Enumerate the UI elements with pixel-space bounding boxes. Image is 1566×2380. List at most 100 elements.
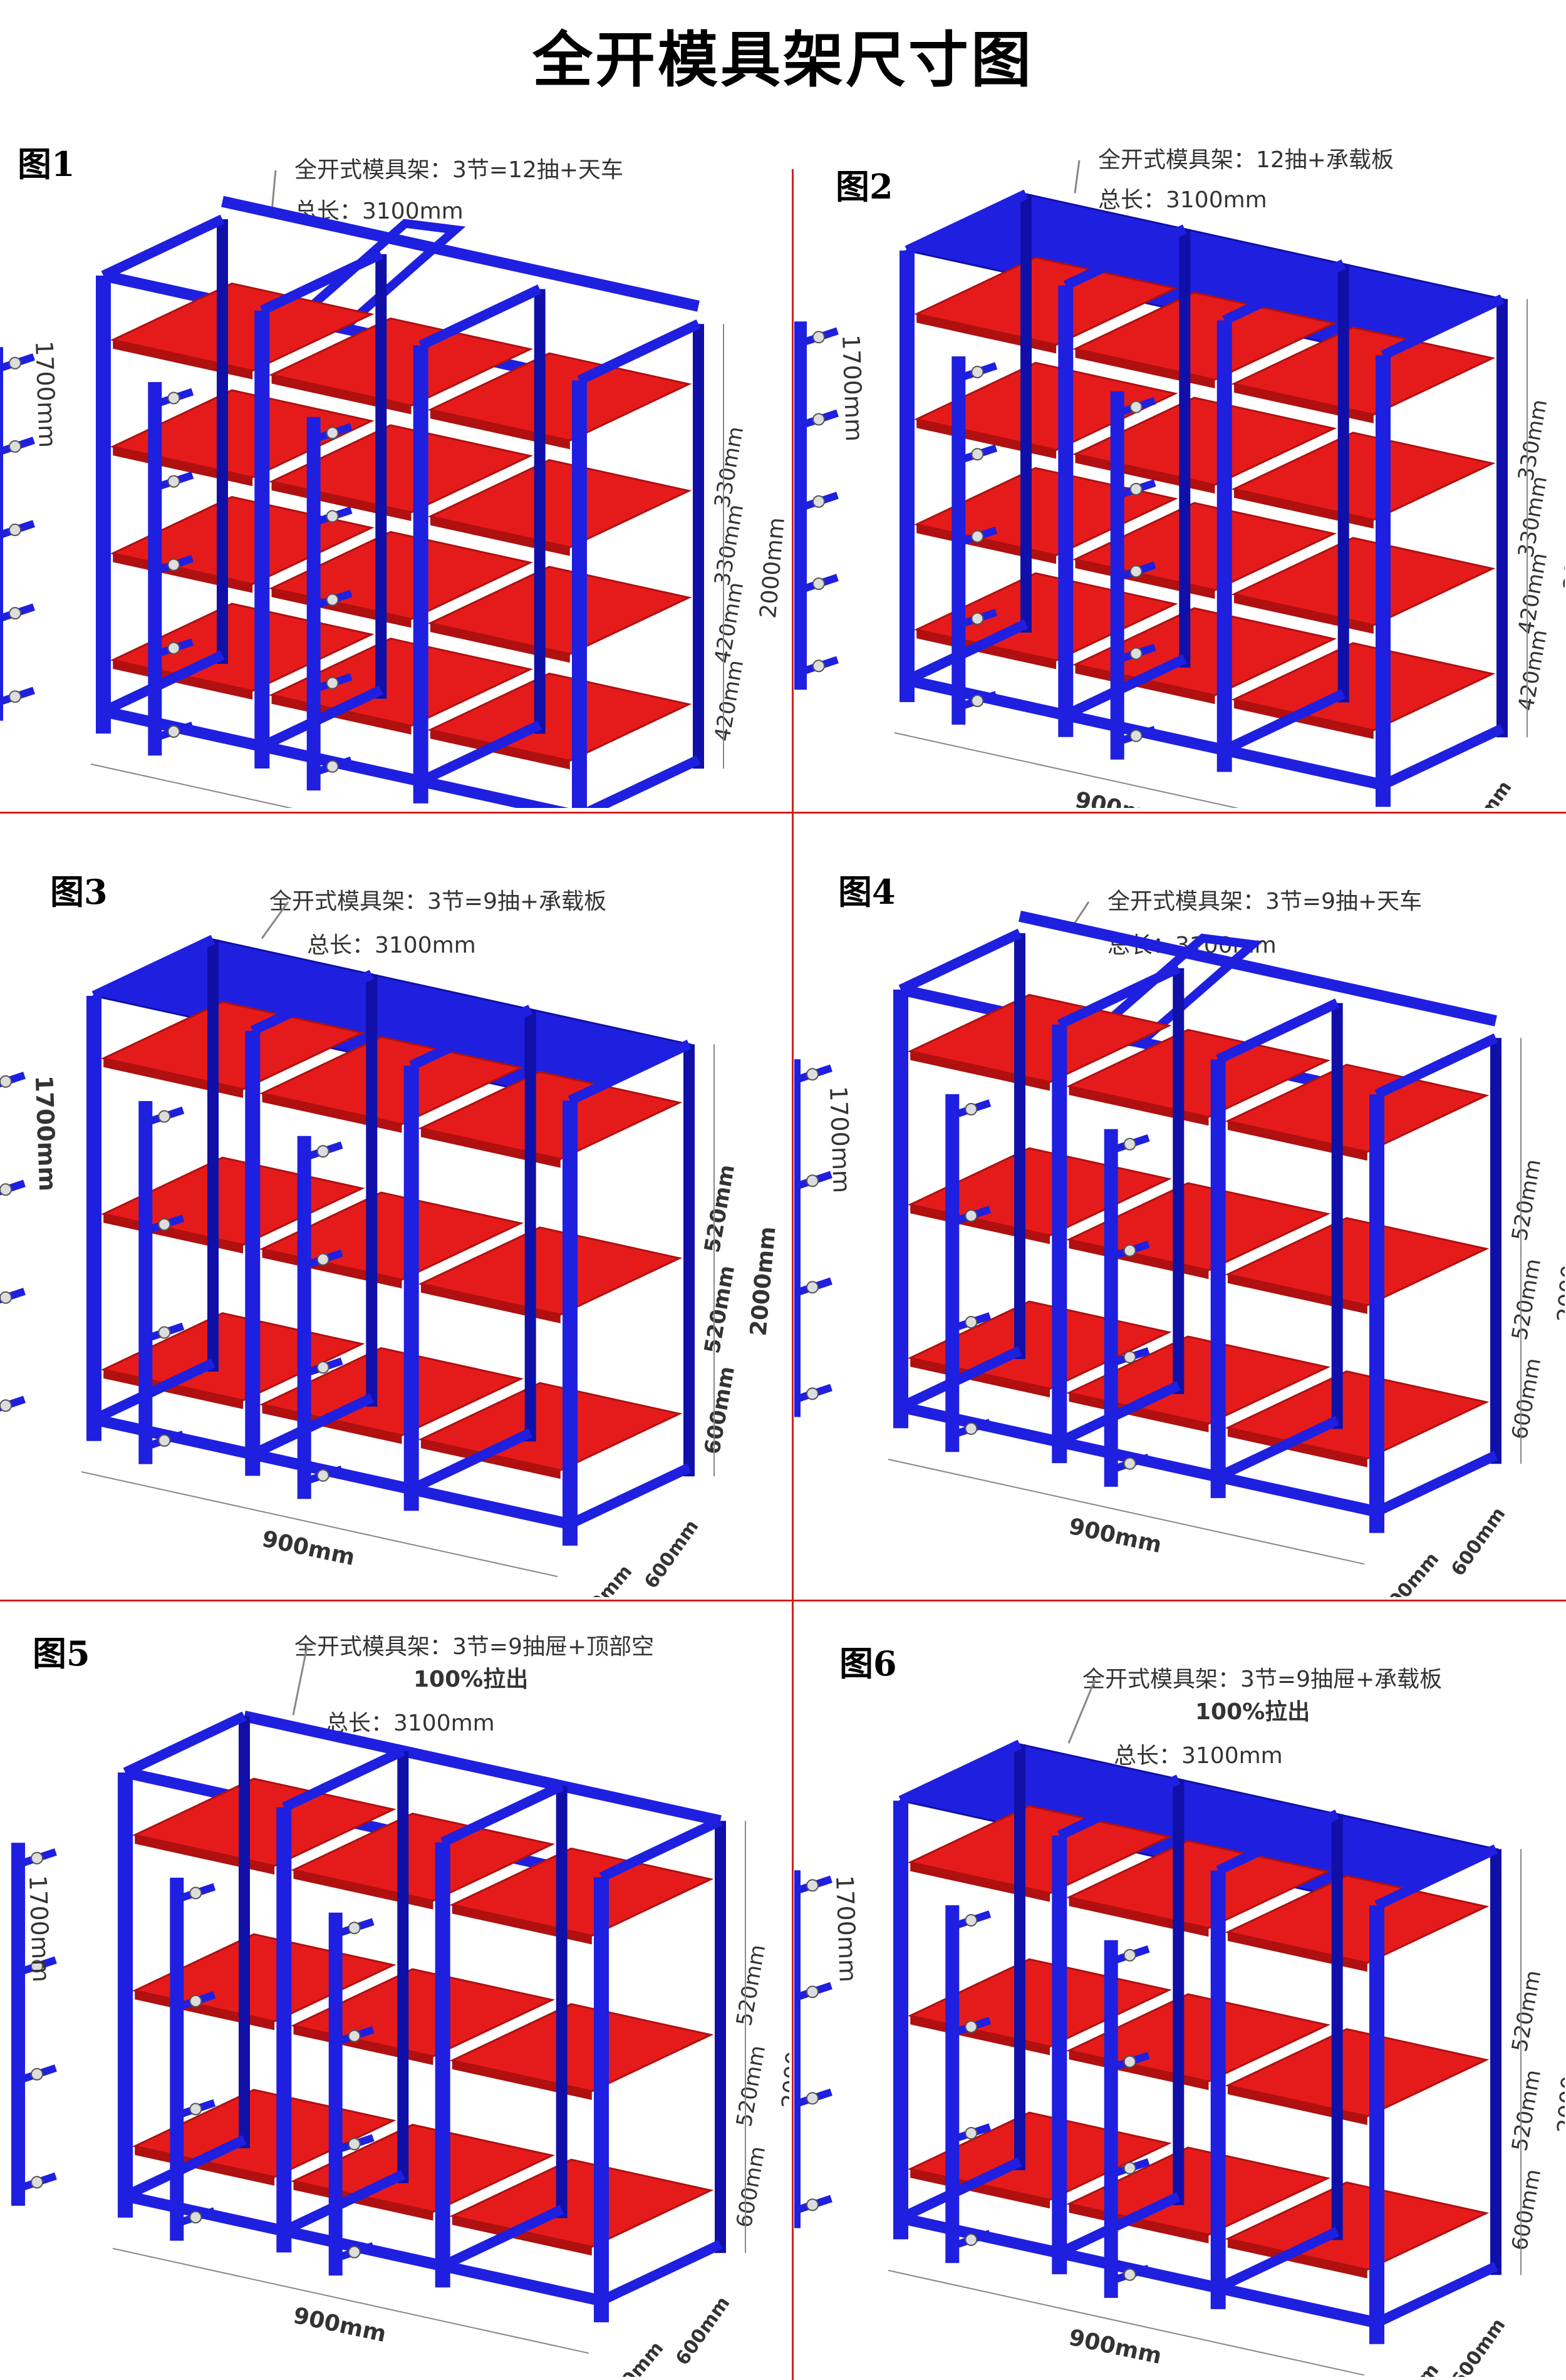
caption: 全开式模具架：3节=9抽屉+顶部空 xyxy=(294,1634,655,1660)
figure-label: 图3 xyxy=(50,872,108,912)
crane-rail-back xyxy=(1019,911,1497,1027)
side-beam-bottom xyxy=(1057,1380,1181,1447)
drawer-roller xyxy=(316,1145,329,1158)
side-beam-bottom xyxy=(281,2170,405,2236)
side-beam-bottom xyxy=(1216,2227,1340,2293)
drawer-roller xyxy=(9,356,21,370)
drawer-roller xyxy=(971,695,984,708)
side-beam-bottom xyxy=(409,1428,533,1494)
drawer-shelf xyxy=(1072,291,1337,381)
side-beam-bottom xyxy=(1374,1451,1498,1516)
side-beam-top xyxy=(599,1816,723,1882)
drawer-roller xyxy=(812,660,825,673)
side-beam-bottom xyxy=(259,685,383,751)
dim-side-height: 1700mm xyxy=(30,1075,61,1191)
dim-depth-total: 600mm xyxy=(1453,777,1516,808)
drawer-roller xyxy=(806,1281,819,1294)
side-beam-bottom xyxy=(905,619,1029,685)
side-beam-top xyxy=(1057,963,1181,1029)
divider-horizontal-1 xyxy=(0,812,1566,814)
drawer-roller xyxy=(971,366,984,379)
drawer-roller xyxy=(31,1851,43,1865)
drawer-shelf xyxy=(1066,1839,1331,1929)
caption: 全开式模具架：3节=9抽+天车 xyxy=(1107,889,1423,914)
divider-vertical xyxy=(792,169,794,2380)
drawer-roller xyxy=(31,1960,43,1973)
drawer-roller xyxy=(971,448,984,461)
drawer-roller xyxy=(167,475,180,488)
drawer-shelf xyxy=(427,352,692,442)
drawer-roller xyxy=(326,427,339,440)
drawer-shelf-edge xyxy=(293,2181,433,2221)
dim-side-height: 1700mm xyxy=(30,340,61,448)
drawer-roller xyxy=(348,2245,361,2258)
caption-line2: 100%拉出 xyxy=(1195,1699,1310,1725)
drawer-shelf-edge xyxy=(910,1358,1050,1398)
drawer-roller xyxy=(1123,2268,1136,2281)
drawer-roller xyxy=(806,2198,819,2212)
page-title: 全开模具架尺寸图 xyxy=(532,25,1034,95)
drawer-shelf-edge xyxy=(430,730,570,770)
drawer-roller xyxy=(189,1886,202,1900)
drawer-roller xyxy=(1123,1948,1136,1962)
caption: 全开式模具架：12抽+承载板 xyxy=(1098,147,1394,173)
drawer-roller xyxy=(316,1469,329,1482)
drawer-roller xyxy=(31,2176,43,2189)
dim-level-height: 330mm xyxy=(1513,474,1552,559)
drawer-roller xyxy=(1123,1244,1136,1257)
dim-level-height: 520mm xyxy=(700,1263,740,1355)
side-beam-top xyxy=(250,970,374,1035)
drawer-shelf xyxy=(1225,2028,1490,2118)
drawer-shelf xyxy=(268,317,534,407)
dim-total-height: 2000mm xyxy=(777,2006,789,2109)
drawer-roller xyxy=(806,1985,819,1999)
dim-depth-total: 600mm xyxy=(1447,1503,1510,1580)
side-beam-bottom xyxy=(1374,2262,1498,2327)
drawer-shelf xyxy=(449,2003,714,2093)
dim-level-height: 600mm xyxy=(700,1364,740,1456)
drawer-roller xyxy=(326,760,339,773)
caption: 全开式模具架：3节=12抽+天车 xyxy=(294,157,624,183)
drawer-roller xyxy=(971,612,984,625)
side-beam-top xyxy=(1063,224,1187,290)
drawer-roller xyxy=(0,1399,12,1412)
drawer-roller xyxy=(348,1922,361,1935)
drawer-shelf xyxy=(913,361,1178,451)
drawer-roller xyxy=(1129,400,1143,413)
crane-rail-back xyxy=(221,195,700,312)
rack-diagram: 600mm520mm520mm2000mm1700mm900mm600mm600… xyxy=(11,1647,789,2377)
dim-level-height: 420mm xyxy=(710,658,749,743)
drawer-roller xyxy=(189,2211,202,2224)
drawer-shelf-edge xyxy=(103,1369,244,1409)
drawer-roller xyxy=(806,1879,819,1892)
drawer-shelf-edge xyxy=(910,2169,1050,2209)
drawer-roller xyxy=(167,391,180,405)
callout-line xyxy=(1074,160,1081,194)
drawer-roller xyxy=(812,331,825,344)
caption: 全开式模具架：3节=9抽屉+承载板 xyxy=(1082,1667,1443,1692)
side-beam-top xyxy=(281,1746,405,1812)
side-beam-top xyxy=(1057,1774,1181,1840)
dim-level-height: 520mm xyxy=(700,1162,740,1255)
side-beam-bottom xyxy=(898,1346,1022,1412)
side-beam-top xyxy=(1222,259,1346,325)
dim-bay-width: 900mm xyxy=(1067,2325,1164,2369)
drawer-shelf-edge xyxy=(1069,1392,1209,1432)
side-beam-top xyxy=(898,928,1022,995)
drawer-roller xyxy=(965,1422,978,1436)
panel-figure-5: 图5 全开式模具架：3节=9抽屉+顶部空 100%拉出 总长：3100mm 60… xyxy=(0,1610,789,2377)
drawer-shelf xyxy=(1225,1217,1490,1306)
side-beam-top xyxy=(409,1005,533,1070)
side-beam-top xyxy=(440,1781,564,1847)
dim-level-height: 420mm xyxy=(710,580,749,665)
side-beam-top xyxy=(1381,294,1505,360)
drawer-roller xyxy=(1123,1137,1136,1151)
drawer-shelf xyxy=(418,1226,683,1316)
drawer-roller xyxy=(326,593,339,606)
dim-level-height: 420mm xyxy=(1513,551,1552,636)
drawer-roller xyxy=(965,1316,978,1329)
drawer-shelf xyxy=(418,1070,683,1161)
drawer-roller xyxy=(0,1291,12,1304)
